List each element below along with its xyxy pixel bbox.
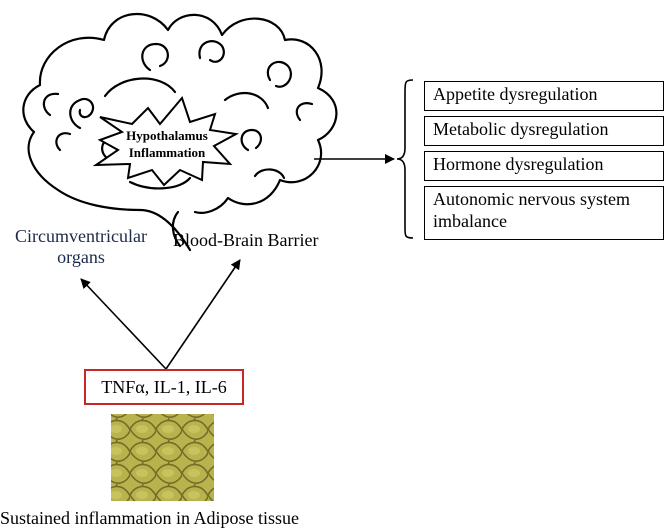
outcome-autonomic-line1: Autonomic nervous system <box>433 189 630 209</box>
brain-outline <box>22 12 338 252</box>
hypothalamus-label-line1: Hypothalamus <box>126 128 208 143</box>
cvo-label-line2: organs <box>57 246 105 267</box>
outcome-appetite: Appetite dysregulation <box>424 81 664 111</box>
adipose-tissue-image <box>111 414 214 501</box>
outcome-metabolic: Metabolic dysregulation <box>424 116 664 146</box>
circumventricular-organs-label: Circumventricular organs <box>6 226 156 267</box>
outcome-brace <box>396 79 414 239</box>
blood-brain-barrier-label: Blood-Brain Barrier <box>173 230 319 250</box>
arrow-to-cvo <box>80 278 167 370</box>
inflammation-starburst <box>92 95 240 187</box>
hypothalamus-label-line2: Inflammation <box>128 144 206 160</box>
cvo-label-line1: Circumventricular <box>15 226 147 246</box>
adipose-caption: Sustained inflammation in Adipose tissue <box>0 508 299 528</box>
outcome-autonomic-line2: imbalance <box>433 210 507 231</box>
outcome-hormone: Hormone dysregulation <box>424 151 664 181</box>
outcome-autonomic: Autonomic nervous system imbalance <box>424 186 664 240</box>
hypothalamus-label: Hypothalamus Inflammation <box>108 128 226 162</box>
arrow-to-bbb <box>165 259 241 370</box>
cytokine-box: TNFα, IL-1, IL-6 <box>84 369 244 405</box>
